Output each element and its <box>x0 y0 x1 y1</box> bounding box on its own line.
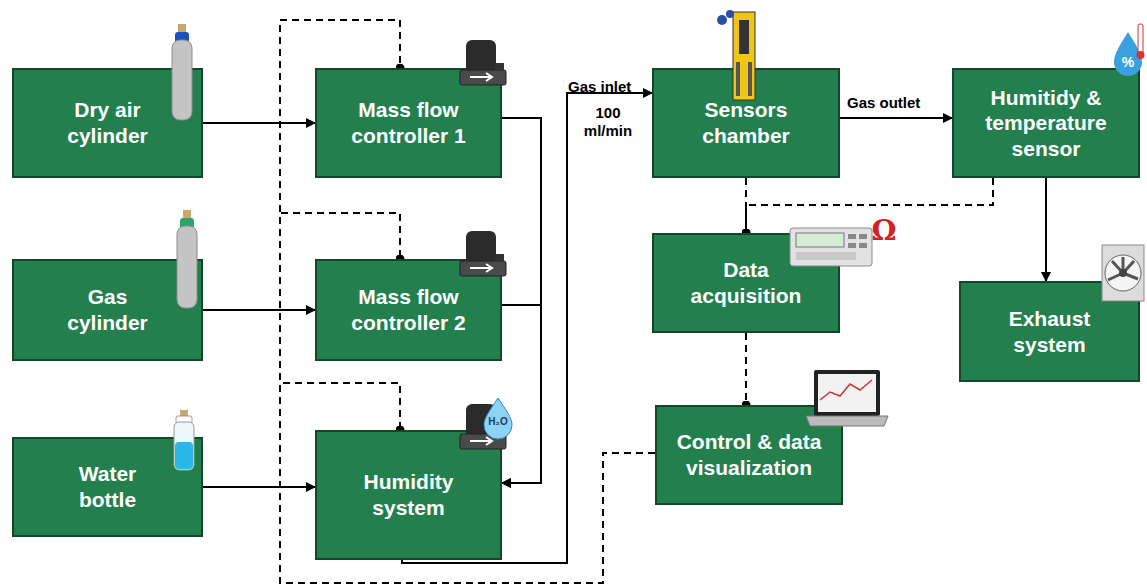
exhaust-fan-icon-part <box>1119 269 1127 277</box>
box-label: Exhaust system <box>1000 306 1100 357</box>
multimeter-icon-part <box>859 234 867 239</box>
humidity-drop-icon-part <box>1138 24 1143 54</box>
box-label: Data acquisition <box>681 257 811 308</box>
edge-label: Gas outlet <box>847 94 920 112</box>
box-label: Humitidy & temperature sensor <box>971 85 1121 162</box>
gas-line <box>502 118 541 483</box>
gas-line <box>1045 178 1047 281</box>
humidity-drop-icon-part <box>1137 51 1145 59</box>
box-label: Humidity system <box>349 469 469 520</box>
gas-line <box>203 486 315 488</box>
exhaust-fan-icon-part <box>1108 257 1138 280</box>
gas-line <box>203 122 315 124</box>
process-box: Control & data visualization <box>655 405 843 505</box>
dry-air-cylinder-icon-part <box>175 32 189 43</box>
icon-symbol: Ω <box>870 214 898 248</box>
signal-line <box>280 383 655 583</box>
process-box: Sensors chamber <box>652 68 840 178</box>
edge-label: Gas inlet <box>568 78 631 96</box>
box-label: Water bottle <box>68 461 148 512</box>
water-bottle-icon-part <box>176 416 192 424</box>
process-box: Exhaust system <box>959 281 1140 382</box>
gas-cylinder-icon-part <box>180 218 194 229</box>
sensor-chip-icon-part <box>726 10 734 18</box>
multimeter-icon-part <box>848 243 856 248</box>
gas-line <box>840 117 952 119</box>
multimeter-icon-part <box>859 243 867 248</box>
sensor-chip-icon-part <box>717 15 727 25</box>
process-box: Dry air cylinder <box>12 68 203 178</box>
icon-symbol: % <box>1116 54 1140 71</box>
box-label: Mass flow controller 2 <box>334 284 484 335</box>
box-label: Control & data visualization <box>663 429 835 480</box>
box-label: Sensors chamber <box>691 97 801 148</box>
process-box: Mass flow controller 1 <box>315 68 502 178</box>
water-bottle-icon-part <box>180 410 188 419</box>
signal-line <box>745 333 747 405</box>
sensor-chip-icon-part <box>739 20 749 54</box>
process-box: Water bottle <box>12 437 203 537</box>
laptop-icon-part <box>820 380 872 400</box>
process-box: Humidity system <box>315 430 502 560</box>
icon-symbol: H₂O <box>484 416 512 428</box>
dry-air-cylinder-icon-part <box>178 24 186 33</box>
signal-line <box>280 213 655 583</box>
box-label: Mass flow controller 1 <box>334 97 484 148</box>
gas-line <box>203 309 315 311</box>
process-box: Data acquisition <box>652 233 840 333</box>
box-label: Dry air cylinder <box>52 97 164 148</box>
signal-line <box>280 20 655 583</box>
process-box: Mass flow controller 2 <box>315 259 502 361</box>
signal-line <box>746 178 993 233</box>
gas-cylinder-icon-part <box>183 210 191 219</box>
gas-line <box>502 305 541 483</box>
flow-rate-label: 100 ml/min <box>580 104 636 140</box>
process-box: Gas cylinder <box>12 259 203 361</box>
multimeter-icon-part <box>848 234 856 239</box>
process-box: Humitidy & temperature sensor <box>952 68 1140 178</box>
box-label: Gas cylinder <box>58 284 158 335</box>
